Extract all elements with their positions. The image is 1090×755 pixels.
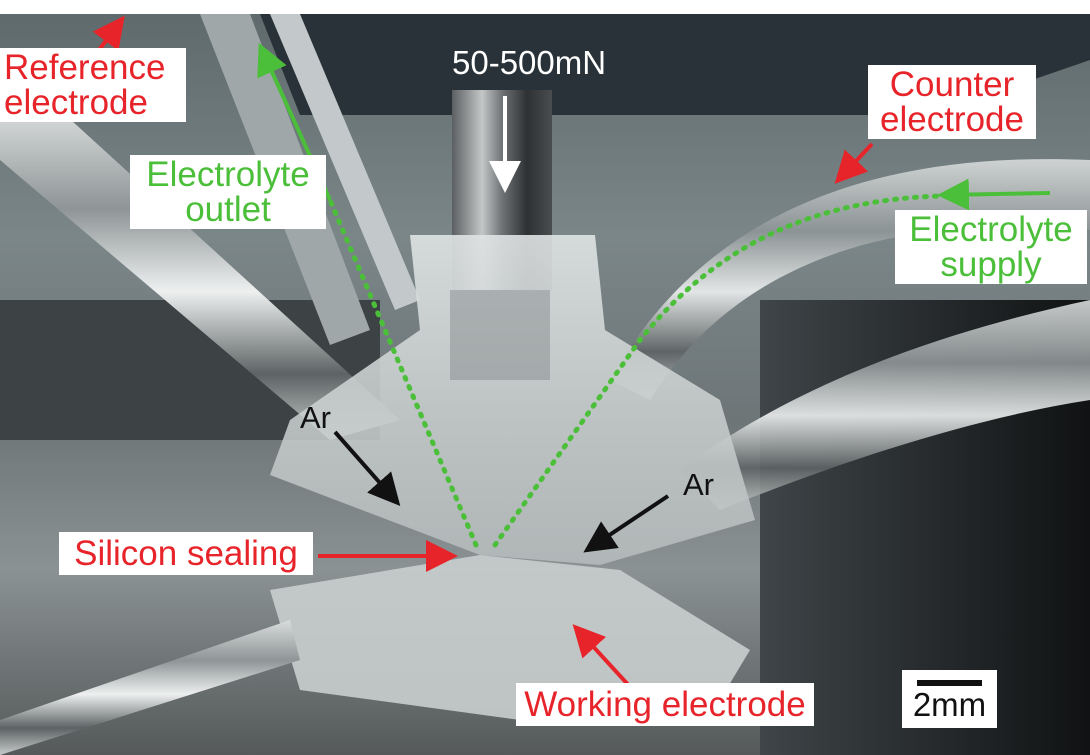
counter-electrode-arrow: [834, 142, 874, 184]
ar-left-label: Ar: [300, 400, 331, 435]
tube-left-upper: [0, 110, 400, 440]
supply-flow-path: [492, 193, 943, 548]
working-electrode-body: [0, 555, 750, 755]
force-label: 50-500mN: [452, 44, 607, 81]
counter-electrode-line-2: electrode: [880, 100, 1024, 139]
electrolyte-outlet-line-1: Electrolyte: [146, 155, 310, 194]
electrolyte-supply-line-2: supply: [940, 245, 1042, 284]
photo-scene: [0, 14, 1090, 755]
scale-bar: 2mm: [902, 670, 997, 728]
counter-electrode-label: Counter electrode: [868, 65, 1036, 139]
scale-bar-label: 2mm: [912, 686, 987, 723]
outlet-flow-path: [327, 197, 479, 548]
reference-electrode-label: Reference electrode: [0, 48, 186, 122]
electrolyte-supply-line-1: Electrolyte: [909, 210, 1073, 249]
tube-right-ar: [680, 300, 1090, 510]
working-electrode-label: Working electrode: [516, 683, 814, 726]
ar-right-arrow: [583, 494, 670, 553]
scale-bar-line: [917, 680, 982, 686]
electrolyte-outlet-label: Electrolyte outlet: [130, 155, 326, 229]
silicon-sealing-label: Silicon sealing: [59, 532, 313, 575]
ar-right-label: Ar: [683, 467, 714, 502]
supply-flow-arrow: [937, 178, 1051, 211]
ar-left-arrow: [333, 430, 401, 506]
working-electrode-arrow: [572, 624, 635, 692]
holder-block: [125, 14, 1090, 115]
electrolyte-supply-label: Electrolyte supply: [895, 210, 1087, 284]
electrolyte-outlet-line-2: outlet: [185, 190, 271, 229]
reference-electrode-line-1: Reference: [4, 48, 166, 87]
reference-electrode-line-2: electrode: [4, 83, 148, 122]
counter-electrode-line-1: Counter: [889, 65, 1015, 104]
